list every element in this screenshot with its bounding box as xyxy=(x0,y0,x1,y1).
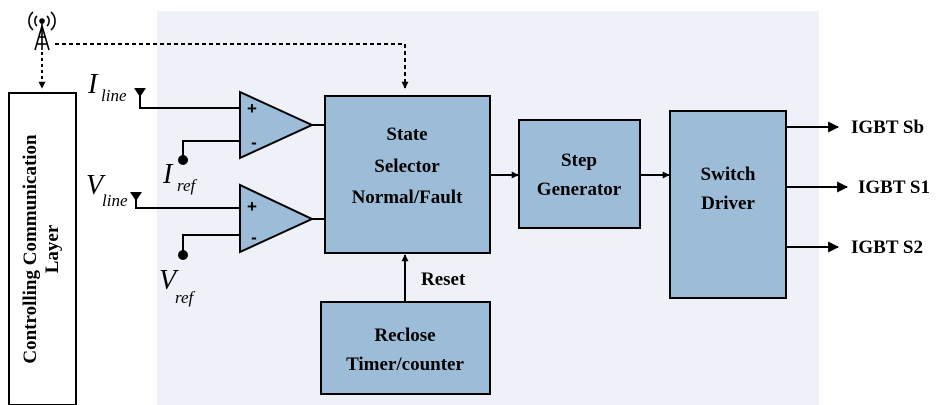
output-label-igbt-s1: IGBT S1 xyxy=(858,177,930,198)
v-line-symbol: V xyxy=(86,170,106,201)
controlling-communication-layer-block xyxy=(8,92,77,405)
v-line-terminal-icon xyxy=(130,192,142,201)
output-label-igbt-sb: IGBT Sb xyxy=(851,117,924,138)
comparator1-plus: + xyxy=(247,99,257,118)
controlling-layer-label-line2: Layer xyxy=(42,224,63,273)
comparator2-plus: + xyxy=(247,197,257,216)
voltage-comparator: + - xyxy=(239,183,315,254)
state-selector-block xyxy=(324,95,491,254)
step-generator-label-line2: Generator xyxy=(537,179,622,200)
step-generator-label-line1: Step xyxy=(561,150,597,171)
switch-driver-label-line1: Switch xyxy=(701,164,756,185)
reclose-timer-block xyxy=(320,301,491,395)
current-comparator: + - xyxy=(239,90,315,160)
step-generator-block xyxy=(518,119,641,229)
v-ref-subscript: ref xyxy=(175,288,196,307)
wire-i-ref xyxy=(182,140,240,160)
i-ref-symbol: I xyxy=(162,159,174,190)
i-ref-subscript: ref xyxy=(177,176,198,195)
state-selector-label-line1: State xyxy=(386,124,427,145)
wire-v-ref xyxy=(182,234,240,255)
v-line-input: V line xyxy=(86,170,142,210)
v-ref-terminal-icon xyxy=(178,250,188,260)
switch-driver-label-line2: Driver xyxy=(701,193,755,214)
switch-driver-block xyxy=(669,110,787,299)
signal-link-to-selector xyxy=(55,43,409,89)
reclose-timer-label-line2: Timer/counter xyxy=(346,354,464,375)
i-line-terminal-icon xyxy=(134,88,146,97)
comparator1-minus: - xyxy=(251,133,257,152)
antenna-icon xyxy=(28,11,56,51)
v-line-subscript: line xyxy=(102,191,128,210)
reset-label: Reset xyxy=(421,269,466,290)
state-selector-label-line3: Normal/Fault xyxy=(352,187,463,208)
v-ref-symbol: V xyxy=(159,265,179,296)
i-ref-terminal-icon xyxy=(178,155,188,165)
wire-v-line xyxy=(135,198,240,209)
i-line-subscript: line xyxy=(101,86,127,105)
state-selector-label-line2: Selector xyxy=(374,156,440,177)
reclose-timer-label-line1: Reclose xyxy=(374,325,435,346)
i-line-symbol: I xyxy=(87,69,99,100)
i-line-input: I line xyxy=(87,69,146,105)
controlling-layer-label-line1: Controlling Communication xyxy=(20,134,41,364)
wire-i-line xyxy=(139,94,240,109)
output-label-igbt-s2: IGBT S2 xyxy=(851,237,923,258)
comparator2-minus: - xyxy=(251,228,257,247)
